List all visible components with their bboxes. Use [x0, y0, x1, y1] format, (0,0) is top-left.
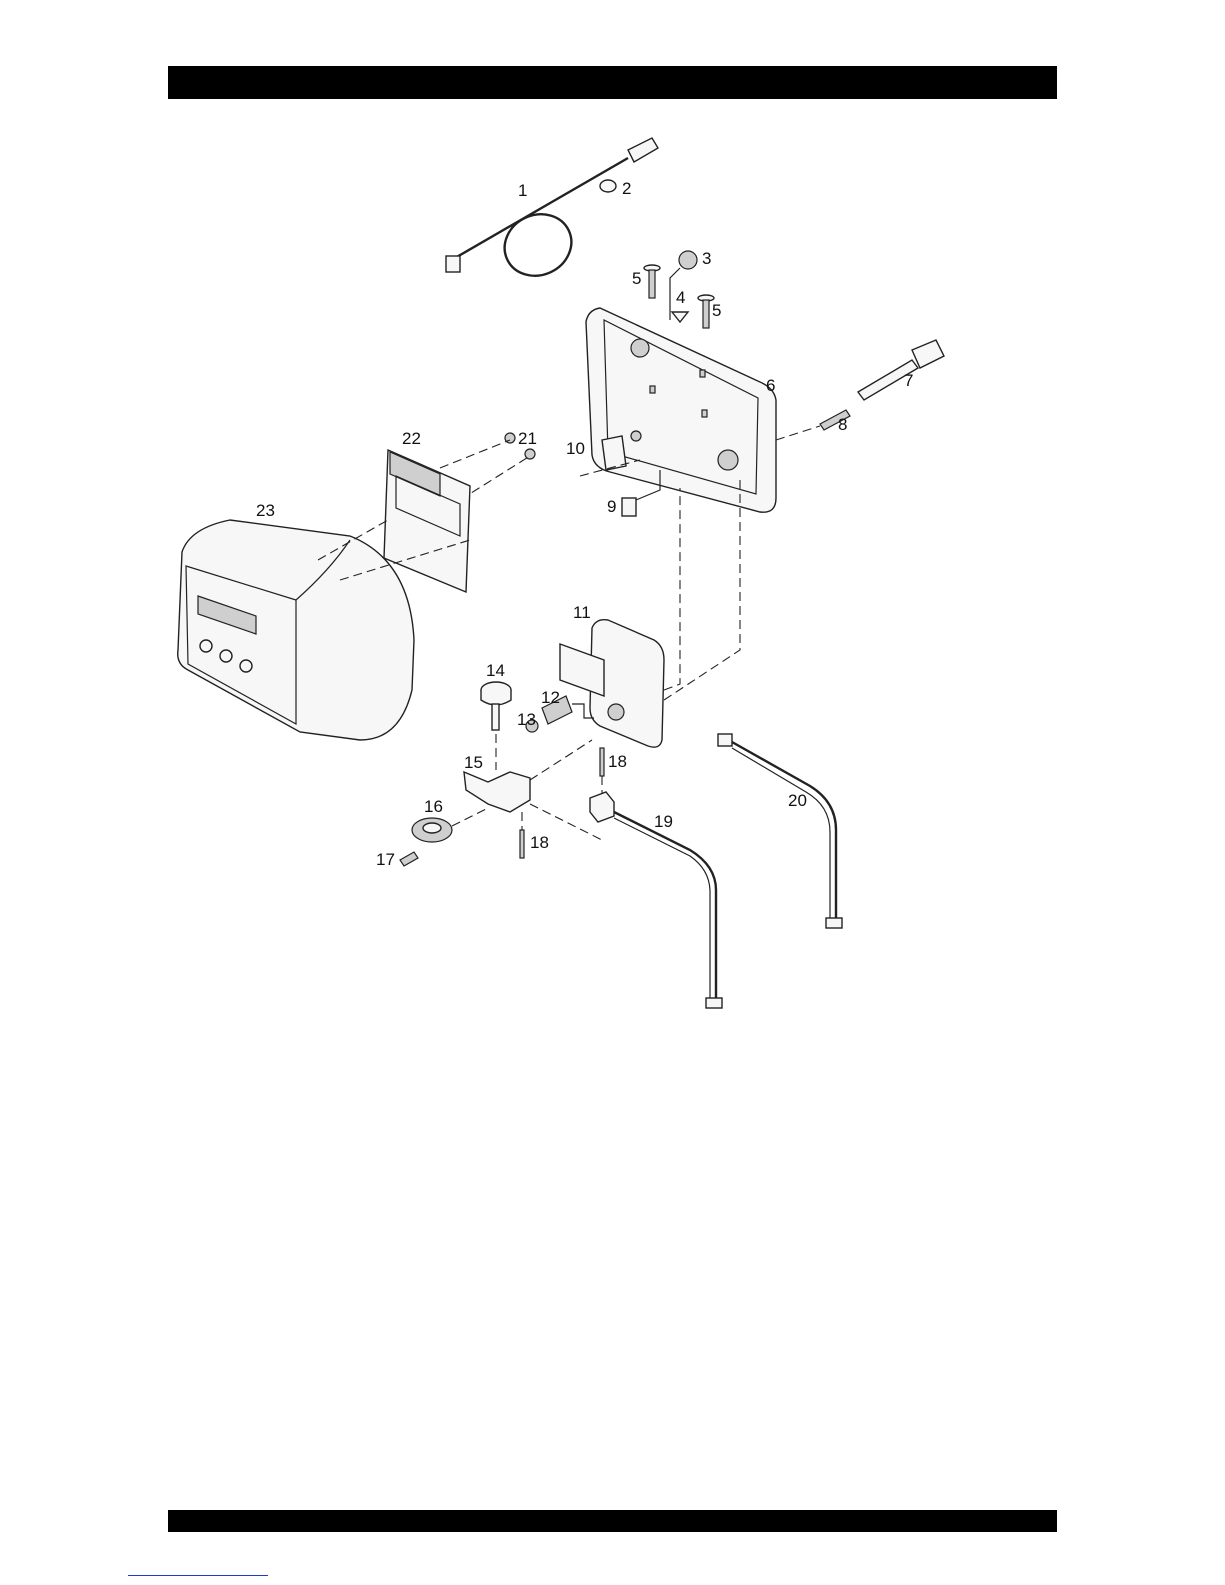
part-22-circuit-board: [384, 450, 470, 592]
part-1-cable: [446, 138, 658, 287]
label-21: 21: [518, 429, 537, 448]
label-22: 22: [402, 429, 421, 448]
label-9: 9: [607, 497, 616, 516]
part-5-screw-left: [644, 265, 660, 298]
label-15: 15: [464, 753, 483, 772]
part-17-screw: [400, 852, 418, 866]
part-18-screw-lower: [520, 812, 524, 858]
label-18b: 18: [530, 833, 549, 852]
label-14: 14: [486, 661, 505, 680]
label-11: 11: [573, 603, 591, 622]
label-16: 16: [424, 797, 443, 816]
part-2-clip: [600, 180, 616, 192]
label-1: 1: [518, 181, 527, 200]
part-23-front-cover: [178, 520, 470, 740]
part-20-harness: [718, 734, 842, 928]
part-19-switch-harness: [530, 792, 722, 1008]
part-6-back-plate: [586, 308, 776, 512]
label-19: 19: [654, 812, 673, 831]
part-15-cam-bracket: [464, 740, 592, 812]
label-6: 6: [766, 376, 775, 395]
label-4: 4: [676, 288, 685, 307]
label-23: 23: [256, 501, 275, 520]
label-10: 10: [566, 439, 585, 458]
label-2: 2: [622, 179, 631, 198]
label-5b: 5: [712, 301, 721, 320]
part-14-knob: [481, 682, 511, 770]
label-13: 13: [517, 710, 536, 729]
label-12: 12: [541, 688, 560, 707]
part-3-plug: [670, 251, 697, 320]
part-18-screw-upper: [600, 748, 604, 796]
label-3: 3: [702, 249, 711, 268]
label-8: 8: [838, 415, 847, 434]
part-7-fitting: [858, 340, 944, 400]
label-7: 7: [904, 371, 913, 390]
label-18a: 18: [608, 752, 627, 771]
part-4-screw: [672, 312, 688, 322]
label-20: 20: [788, 791, 807, 810]
footer-bar: [168, 1510, 1057, 1532]
label-5a: 5: [632, 269, 641, 288]
footer-link-rule: [128, 1575, 268, 1576]
label-17: 17: [376, 850, 395, 869]
